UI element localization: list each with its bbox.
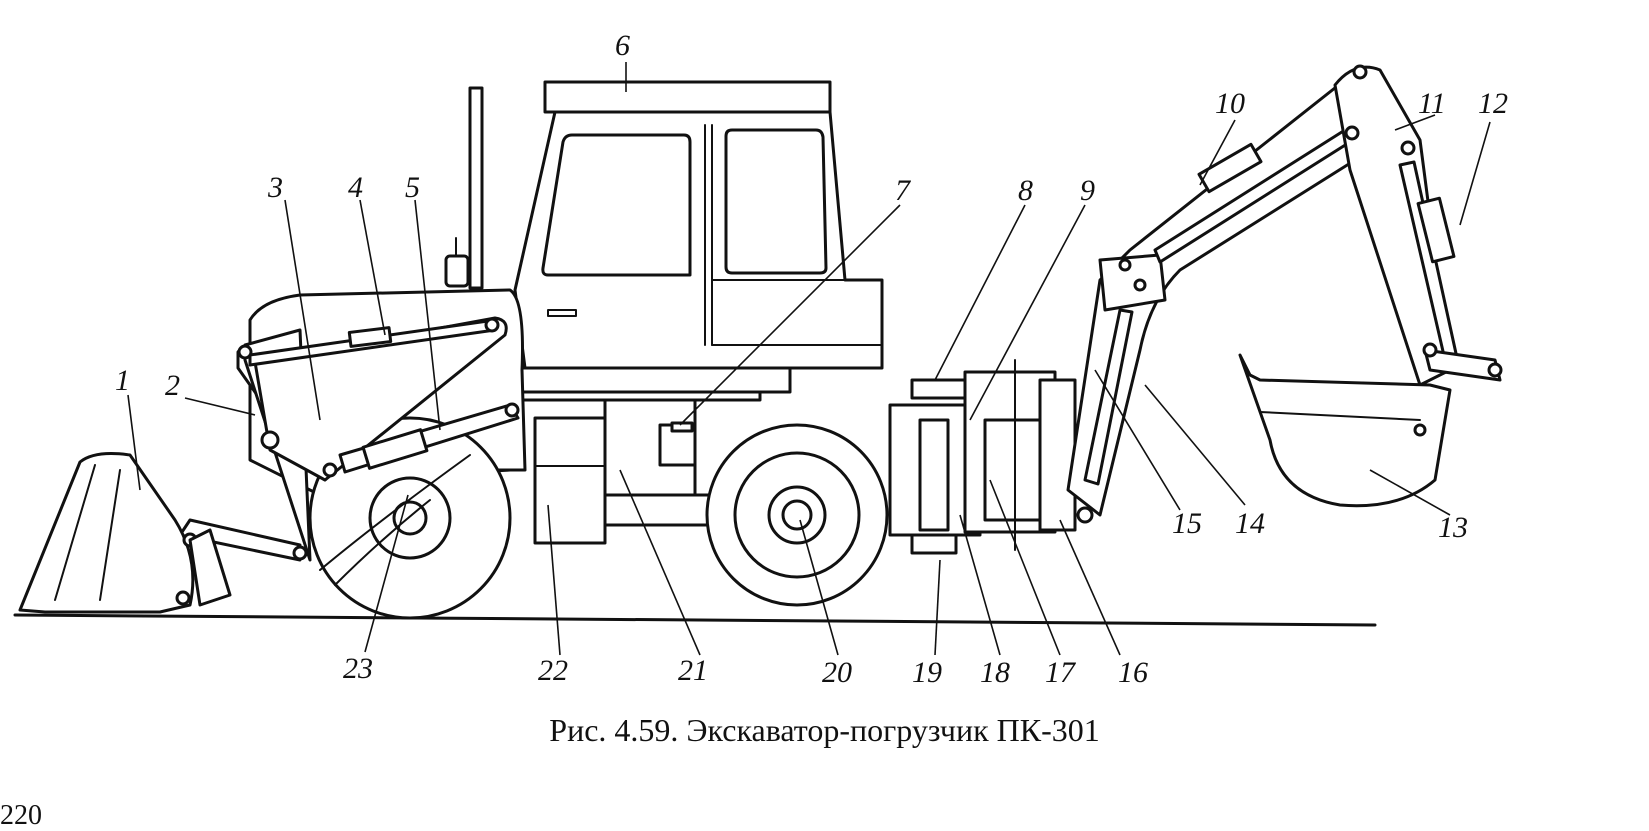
- callout-10: 10: [1215, 87, 1245, 120]
- cab-roof: [543, 80, 832, 114]
- exhaust-pipe: [468, 86, 484, 290]
- beacon-light: [444, 237, 470, 288]
- callout-13: 13: [1438, 511, 1468, 544]
- cab-body: [513, 110, 884, 370]
- rear-wheel: [705, 423, 889, 607]
- callout-15: 15: [1172, 507, 1202, 540]
- pump-unit: [910, 378, 974, 400]
- callout-3: 3: [267, 171, 283, 204]
- callout-5: 5: [405, 171, 420, 204]
- excavator-loader-drawing: 1 2 3 4 5 6 7 8 9 10 11 12 13 14 15 16 1…: [13, 29, 1508, 689]
- backhoe-bucket: [1238, 353, 1452, 508]
- cab-front-window: [541, 133, 692, 277]
- cab: [513, 80, 884, 370]
- stabilizer-leg: [918, 418, 950, 532]
- stabilizer-pad: [910, 533, 958, 555]
- boom-lift-cylinder: [1083, 308, 1134, 486]
- ground-line: [13, 613, 1377, 627]
- callout-18: 18: [980, 656, 1010, 689]
- door-handle: [547, 309, 577, 317]
- callout-16: 16: [1118, 656, 1148, 689]
- callout-4: 4: [348, 171, 363, 204]
- callout-22: 22: [538, 654, 568, 687]
- chassis-frame: [513, 366, 792, 527]
- figure-caption: Рис. 4.59. Экскаватор-погрузчик ПК-301: [549, 712, 1100, 748]
- loader-arm: [253, 316, 508, 482]
- callout-19: 19: [912, 656, 942, 689]
- callout-12: 12: [1478, 87, 1508, 120]
- rear-frame: [1038, 378, 1077, 532]
- callout-20: 20: [822, 656, 852, 689]
- page-number: 220: [0, 800, 42, 831]
- cab-door-window: [724, 128, 828, 275]
- backhoe-stick: [1333, 64, 1503, 387]
- loader-equipment: [178, 316, 520, 562]
- callout-14: 14: [1235, 507, 1265, 540]
- callout-11: 11: [1418, 87, 1446, 120]
- rear-hitch: [888, 359, 1077, 555]
- callout-numbers: 1 2 3 4 5 6 7 8 9 10 11 12 13 14 15 16 1…: [115, 29, 1508, 689]
- callout-21: 21: [678, 654, 708, 687]
- front-bucket: [18, 452, 232, 614]
- callout-23: 23: [343, 652, 373, 685]
- leader-lines: [127, 62, 1491, 656]
- callout-8: 8: [1018, 174, 1033, 207]
- callout-7: 7: [895, 174, 912, 207]
- bucket-linkage: [1423, 348, 1502, 382]
- callout-1: 1: [115, 364, 130, 397]
- callout-2: 2: [165, 369, 180, 402]
- callout-17: 17: [1045, 656, 1077, 689]
- tank-window: [983, 418, 1042, 522]
- fuel-tank: [533, 416, 607, 545]
- callout-9: 9: [1080, 174, 1095, 207]
- boom-pivot-plate: [1098, 253, 1167, 312]
- callout-6: 6: [615, 29, 630, 62]
